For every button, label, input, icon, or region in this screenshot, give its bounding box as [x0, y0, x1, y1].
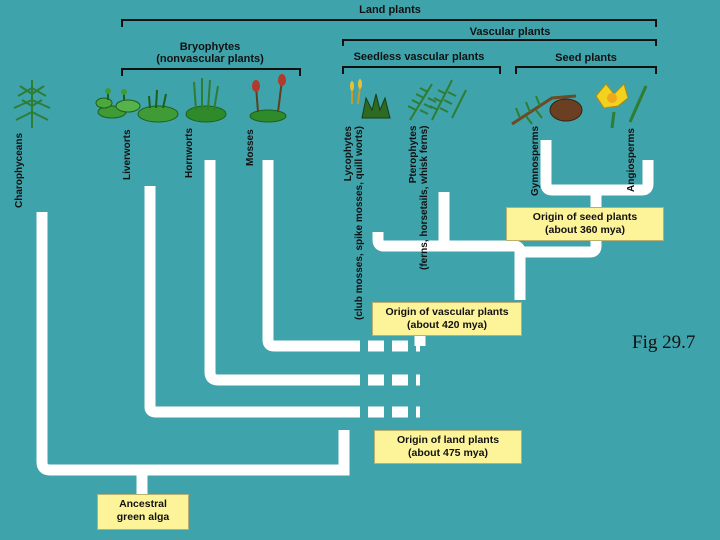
seed-origin-box: Origin of seed plants (about 360 mya): [506, 207, 664, 241]
branch-liverworts: [144, 186, 344, 418]
taxon-pterophytes: Pterophytes (ferns, horsetails, whisk fe…: [408, 125, 430, 271]
taxon-hornworts: Hornworts: [184, 128, 195, 178]
seed-plants-header: Seed plants: [555, 52, 617, 64]
vascular-plants-bracket: [342, 39, 657, 46]
hornwort-icon: [137, 89, 179, 123]
branch-gymnosperms: [540, 140, 654, 196]
seedless-vascular-header: Seedless vascular plants: [353, 51, 485, 63]
figure-caption: Fig 29.7: [632, 332, 696, 353]
conifer-icon: [511, 94, 583, 126]
seed-plants-bracket: [515, 66, 657, 74]
taxon-liverworts: Liverworts: [122, 129, 133, 180]
liverwort-icon: [95, 88, 141, 119]
tree-branches: [36, 140, 654, 496]
taxon-lycophytes: Lycophytes (club mosses, spike mosses, q…: [343, 126, 365, 320]
branch-charophyceans: [36, 212, 142, 476]
branch-lycophytes: [372, 232, 514, 252]
branch-pterophytes: [438, 192, 451, 252]
vascular-plants-header: Vascular plants: [469, 26, 551, 38]
taxon-gymnosperms: Gymnosperms: [530, 125, 541, 196]
branch-seed-stem: [520, 192, 602, 258]
taxon-angiosperms: Angiosperms: [626, 128, 637, 192]
header-brackets: [121, 19, 657, 76]
branch-vascular-stem: [513, 240, 526, 280]
taxon-charophyceans: Charophyceans: [14, 132, 25, 208]
land-plants-header: Land plants: [359, 4, 421, 16]
moss-icon: [185, 78, 227, 123]
bryophytes-header: Bryophytes: [179, 41, 241, 53]
vascular-origin-box: Origin of vascular plants (about 420 mya…: [372, 302, 522, 336]
lycophyte-icon: [350, 79, 391, 119]
fern-icon: [407, 79, 467, 121]
bryophytes-bracket: [121, 68, 301, 76]
dashed-connectors: [344, 340, 420, 418]
ancestral-alga-box: Ancestral green alga: [97, 494, 189, 530]
charophycean-alga-icon: [13, 80, 51, 128]
branch-mosses: [262, 160, 344, 352]
plant-illustrations: [13, 74, 648, 129]
branch-hornworts: [204, 160, 344, 386]
taxon-mosses: Mosses: [245, 129, 256, 166]
daffodil-icon: [595, 83, 648, 129]
bryophytes-subheader: (nonvascular plants): [156, 53, 264, 65]
land-plants-bracket: [121, 19, 657, 27]
seedless-bracket: [342, 66, 501, 74]
land-origin-box: Origin of land plants (about 475 mya): [374, 430, 522, 464]
branch-root-link: [142, 430, 350, 476]
moss-sporophyte-icon: [249, 74, 287, 123]
